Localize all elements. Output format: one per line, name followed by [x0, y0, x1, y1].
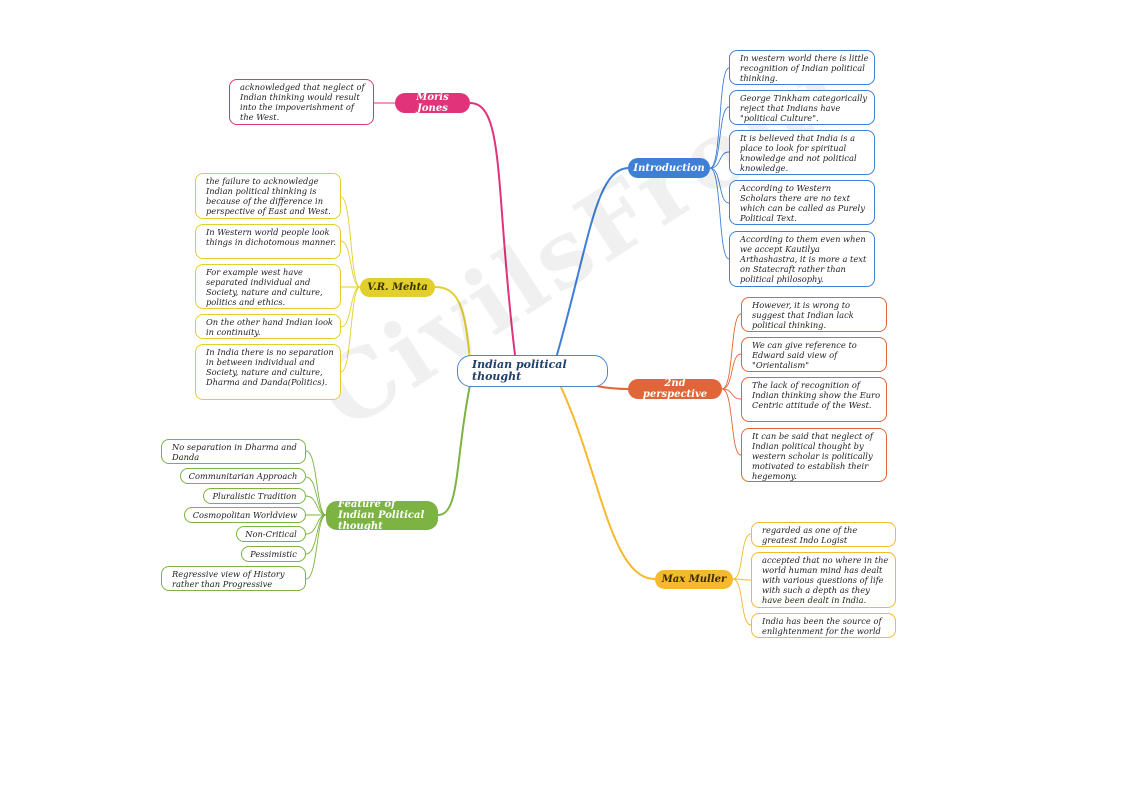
link-maxmuller [559, 384, 656, 580]
branch-vr-mehta[interactable]: V.R. Mehta [360, 278, 435, 297]
central-topic[interactable]: Indian political thought [457, 355, 608, 387]
branch-feature[interactable]: Feature of Indian Political thought [326, 499, 438, 532]
vrmehta-leaf-1[interactable]: the failure to acknowledge Indian politi… [195, 173, 341, 219]
branch-moris-jones-label: Moris Jones [416, 92, 449, 114]
vrmehta-leaf-5[interactable]: In India there is no separation in betwe… [195, 344, 341, 400]
perspective-leaf-4[interactable]: It can be said that neglect of Indian po… [741, 428, 887, 482]
link-feature [437, 384, 471, 516]
branch-2nd-perspective-label: 2nd perspective [642, 378, 708, 400]
link-introduction [554, 167, 629, 363]
feature-leaf-2[interactable]: Communitarian Approach [180, 468, 306, 484]
link-morisjones [469, 102, 516, 356]
morisjones-leaf-1[interactable]: acknowledged that neglect of Indian thin… [229, 79, 374, 125]
branch-feature-label: Feature of Indian Political thought [338, 499, 425, 532]
maxmuller-leaf-2[interactable]: accepted that no where in the world huma… [751, 552, 896, 608]
branch-vr-mehta-label: V.R. Mehta [367, 282, 428, 293]
feature-leaf-4[interactable]: Cosmopolitan Worldview [184, 507, 306, 523]
feature-leaf-1[interactable]: No separation in Dharma and Danda [161, 439, 306, 464]
feature-leaf-5[interactable]: Non-Critical [236, 526, 306, 542]
branch-moris-jones[interactable]: Moris Jones [395, 92, 470, 114]
vrmehta-leaf-2[interactable]: In Western world people look things in d… [195, 224, 341, 259]
introduction-leaf-1[interactable]: In western world there is little recogni… [729, 50, 875, 85]
perspective-leaf-3[interactable]: The lack of recognition of Indian thinki… [741, 377, 887, 422]
perspective-leaf-2[interactable]: We can give reference to Edward said vie… [741, 337, 887, 372]
introduction-leaf-3[interactable]: It is believed that India is a place to … [729, 130, 875, 175]
introduction-leaf-2[interactable]: George Tinkham categorically reject that… [729, 90, 875, 125]
feature-leaf-6[interactable]: Pessimistic [241, 546, 306, 562]
vrmehta-leaf-4[interactable]: On the other hand Indian look in continu… [195, 314, 341, 339]
branch-2nd-perspective[interactable]: 2nd perspective [628, 378, 722, 400]
central-topic-label: Indian political thought [472, 358, 567, 383]
maxmuller-leaf-1[interactable]: regarded as one of the greatest Indo Log… [751, 522, 896, 547]
perspective-leaf-1[interactable]: However, it is wrong to suggest that Ind… [741, 297, 887, 332]
vrmehta-leaf-3[interactable]: For example west have separated individu… [195, 264, 341, 309]
introduction-leaf-4[interactable]: According to Western Scholars there are … [729, 180, 875, 225]
introduction-leaf-5[interactable]: According to them even when we accept Ka… [729, 231, 875, 287]
feature-leaf-3[interactable]: Pluralistic Tradition [203, 488, 306, 504]
link-vrmehta [434, 286, 471, 361]
branch-introduction-label: Introduction [633, 162, 705, 174]
maxmuller-leaf-3[interactable]: India has been the source of enlightenme… [751, 613, 896, 638]
branch-max-muller[interactable]: Max Muller [655, 570, 733, 589]
branch-introduction[interactable]: Introduction [628, 158, 710, 178]
branch-max-muller-label: Max Muller [661, 574, 727, 585]
feature-leaf-7[interactable]: Regressive view of History rather than P… [161, 566, 306, 591]
